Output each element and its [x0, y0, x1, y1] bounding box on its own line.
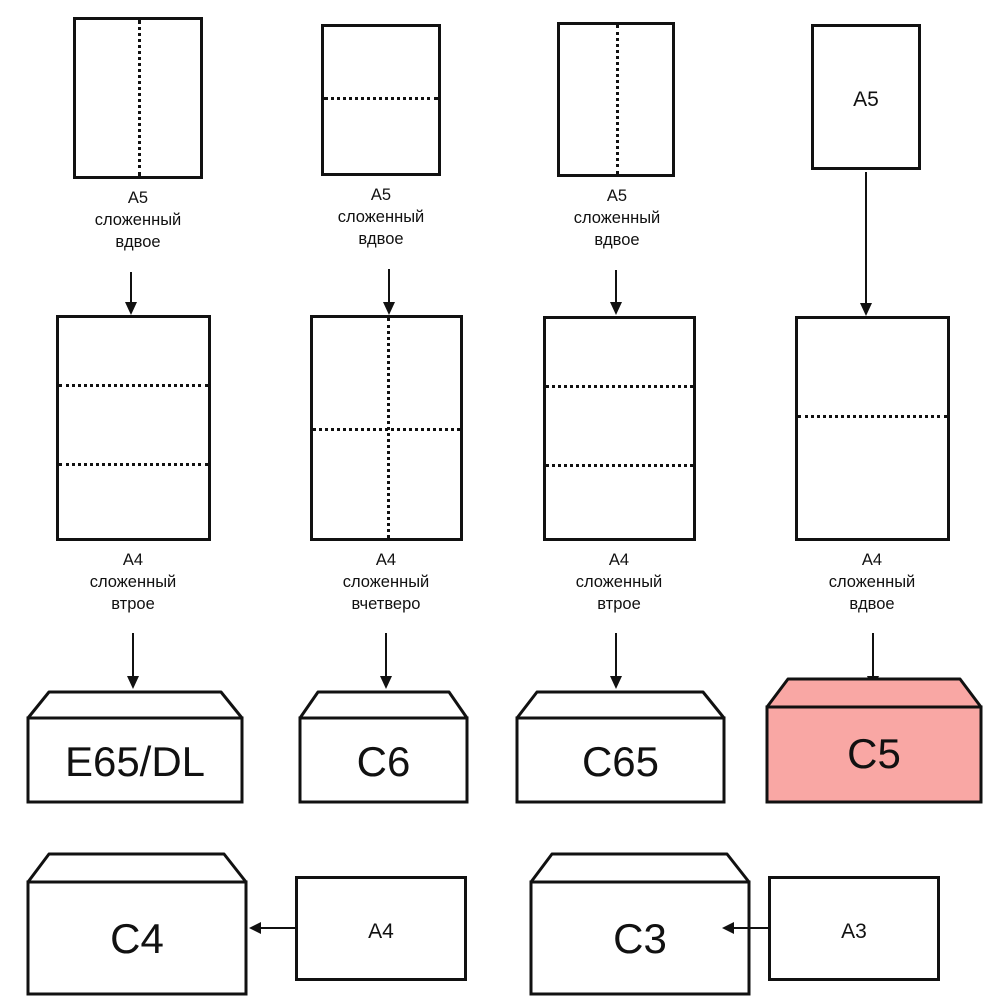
- caption-col3-top: A5 сложенный вдвое: [573, 187, 661, 249]
- envelope-c65[interactable]: C65: [513, 688, 728, 806]
- fold-line-horizontal-lower: [546, 463, 693, 467]
- sheet-a4-col3: [543, 316, 696, 541]
- envelope-flap: [765, 677, 983, 709]
- sheet-a5-col1: [73, 17, 203, 179]
- envelope-body: [26, 880, 248, 996]
- envelope-c5[interactable]: C5: [763, 675, 985, 806]
- fold-line-vertical: [616, 25, 619, 174]
- sheet-a4-col2: [310, 315, 463, 541]
- fold-line-horizontal-lower: [59, 463, 208, 467]
- envelope-flap: [26, 852, 248, 884]
- envelope-c5-label: C5: [847, 730, 901, 777]
- envelope-c65-label: C65: [581, 738, 660, 785]
- envelope-e65-dl-label: E65/DL: [64, 738, 206, 785]
- sheet-a5-col2: [321, 24, 441, 176]
- caption-col1-top: A5 сложенный вдвое: [94, 189, 182, 251]
- caption-col3-middle: A4 сложенный втрое: [575, 551, 663, 613]
- envelope-c6-label: C6: [356, 738, 411, 785]
- sheet-a5-col4: A5: [811, 24, 921, 170]
- envelope-c3-label: C3: [613, 915, 667, 962]
- envelope-body: [515, 716, 726, 804]
- envelope-c4[interactable]: C4: [24, 850, 250, 998]
- envelope-e65-dl[interactable]: E65/DL: [24, 688, 246, 806]
- sheet-a4-col4: [795, 316, 950, 541]
- caption-col2-top: A5 сложенный вдвое: [337, 186, 425, 248]
- caption-col2-middle: A4 сложенный вчетверо: [342, 551, 430, 613]
- fold-line-horizontal: [798, 415, 947, 419]
- envelope-flap: [26, 690, 244, 720]
- sheet-a5-col3: [557, 22, 675, 177]
- sheet-a3-bottom: A3: [768, 876, 940, 981]
- envelope-body: [765, 705, 983, 804]
- sheet-a3-bottom-label: A3: [841, 920, 867, 943]
- envelope-flap: [529, 852, 751, 884]
- sheet-a4-col1: [56, 315, 211, 541]
- fold-line-horizontal-upper: [59, 384, 208, 387]
- envelope-c6[interactable]: C6: [296, 688, 471, 806]
- envelope-c3[interactable]: C3: [527, 850, 753, 998]
- envelope-flap: [298, 690, 469, 720]
- caption-col4-middle: A4 сложенный вдвое: [828, 551, 916, 613]
- envelope-flap: [515, 690, 726, 720]
- sheet-a4-bottom-label: A4: [368, 920, 394, 943]
- envelope-body: [26, 716, 244, 804]
- sheet-a5-col4-label: A5: [853, 88, 879, 111]
- envelope-body: [298, 716, 469, 804]
- caption-col1-middle: A4 сложенный втрое: [89, 551, 177, 613]
- fold-line-vertical: [138, 20, 141, 176]
- fold-line-horizontal: [324, 97, 438, 101]
- sheet-a4-bottom: A4: [295, 876, 467, 981]
- fold-line-horizontal-upper: [546, 384, 693, 388]
- envelope-body: [529, 880, 751, 996]
- fold-line-horizontal: [313, 428, 460, 431]
- envelope-c4-label: C4: [110, 915, 164, 962]
